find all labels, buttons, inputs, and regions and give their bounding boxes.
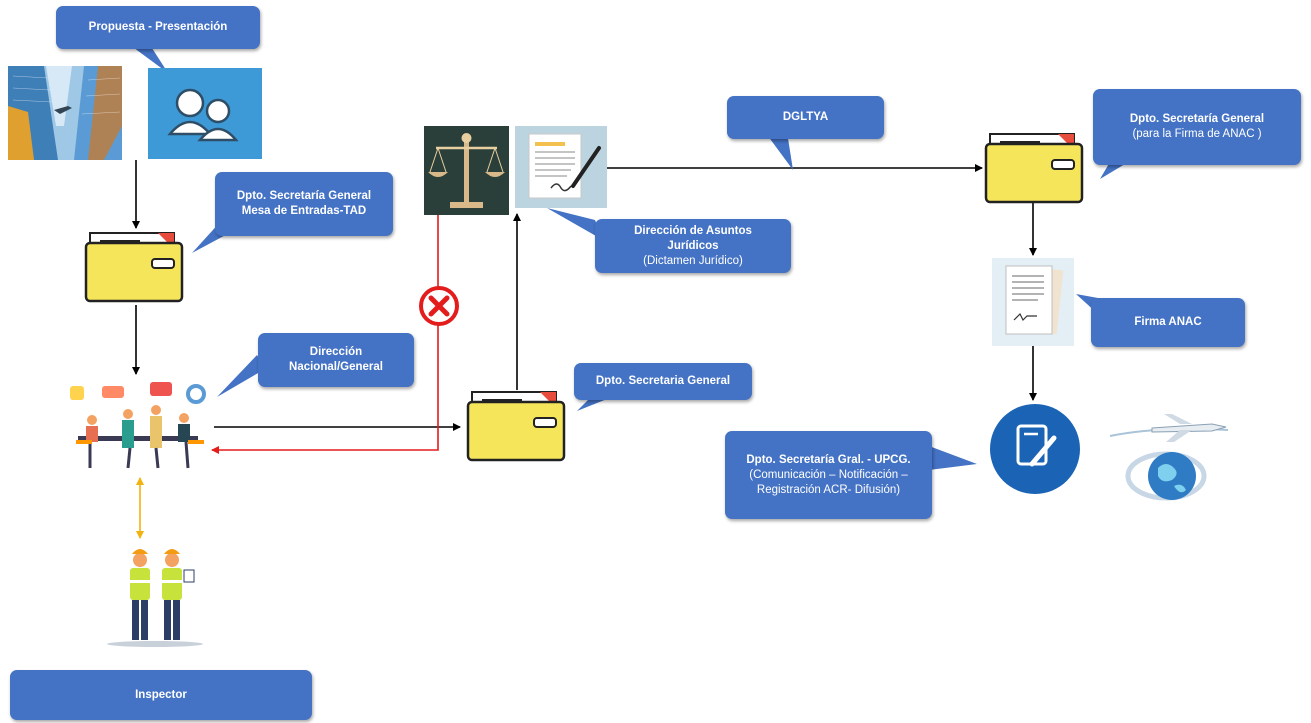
secretaria-title: Dpto. Secretaria General [595, 375, 731, 387]
juridicos-callout-tail [547, 208, 603, 240]
upcg-line2: (Comunicación – Notificación – [749, 468, 908, 481]
people-icon [148, 68, 262, 159]
direccion-nacional-callout: Dirección Nacional/General [258, 333, 414, 387]
juridicos-line1: Dirección de Asuntos [634, 224, 752, 237]
team-meeting-icon [70, 382, 206, 469]
edit-document-icon [990, 404, 1080, 494]
direccion-line2: Nacional/General [289, 361, 383, 373]
contract-document-icon [992, 258, 1074, 346]
propuesta-callout-tail [130, 45, 168, 73]
reject-x-icon [419, 286, 459, 326]
airplane-globe-icon [1109, 414, 1229, 501]
mesa-line2: Mesa de Entradas-TAD [241, 205, 367, 217]
direccion-line1: Dirección [309, 346, 363, 358]
folder-icon [984, 133, 1084, 204]
firma-anac-callout: Firma ANAC [1091, 298, 1245, 347]
dgltya-callout: DGLTYA [727, 96, 884, 139]
scales-of-justice-icon [424, 126, 509, 215]
upcg-line1: Dpto. Secretaría Gral. - UPCG. [746, 453, 911, 466]
mesa-callout: Dpto. Secretaría General Mesa de Entrada… [215, 172, 393, 236]
juridicos-line3: (Dictamen Jurídico) [643, 254, 743, 267]
folder-icon [84, 232, 184, 303]
juridicos-line2: Jurídicos [667, 239, 719, 252]
inspector-title: Inspector [135, 688, 187, 701]
upcg-line3: Registración ACR- Difusión) [756, 483, 901, 496]
juridicos-callout: Dirección de Asuntos Jurídicos (Dictamen… [595, 219, 791, 273]
secretaria-firma-callout: Dpto. Secretaría General (para la Firma … [1093, 89, 1301, 165]
secretaria-general-callout: Dpto. Secretaria General [574, 363, 752, 400]
city-photo-icon [8, 66, 122, 160]
dgltya-callout-tail [765, 132, 793, 170]
folder-icon [466, 391, 566, 462]
upcg-callout-tail [929, 446, 977, 470]
secretaria-firma-line2: (para la Firma de ANAC ) [1132, 128, 1262, 140]
inspector-callout: Inspector [10, 670, 312, 720]
dgltya-title: DGLTYA [782, 111, 829, 123]
firma-title: Firma ANAC [1134, 316, 1202, 328]
inspectors-icon [107, 549, 203, 647]
propuesta-callout: Propuesta - Presentación [56, 6, 260, 49]
mesa-line1: Dpto. Secretaría General [236, 190, 372, 202]
secretaria-firma-line1: Dpto. Secretaría General [1129, 113, 1265, 125]
direccion-callout-tail [217, 355, 265, 397]
signed-document-icon [515, 126, 607, 208]
propuesta-title: Propuesta - Presentación [88, 21, 228, 33]
upcg-callout: Dpto. Secretaría Gral. - UPCG. (Comunica… [725, 431, 932, 519]
